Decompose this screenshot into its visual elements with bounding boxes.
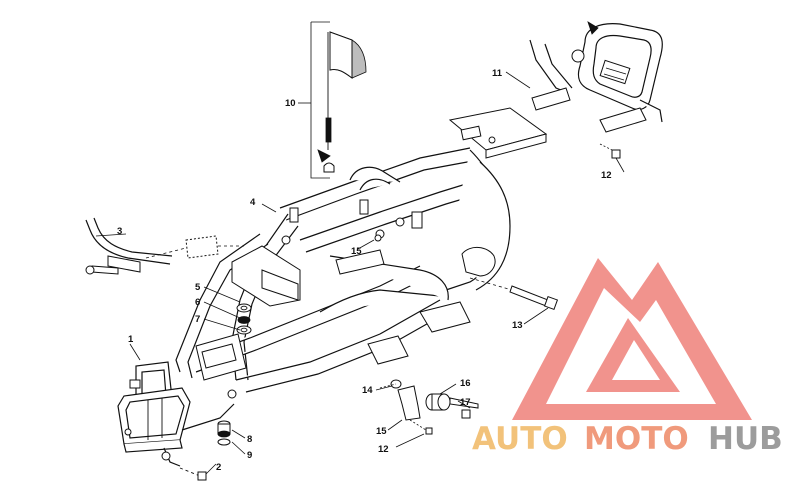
callout-11: 11 bbox=[492, 68, 503, 79]
part-2-bolt bbox=[179, 467, 207, 481]
callout-labels: 1 2 3 4 5 6 7 8 9 10 11 12 12 13 14 15 1… bbox=[117, 68, 612, 473]
callout-5: 5 bbox=[195, 282, 201, 293]
part-1-front-rack bbox=[117, 361, 235, 467]
callout-4: 4 bbox=[250, 197, 256, 208]
parts-5-6-7-washers bbox=[236, 303, 252, 335]
part-3-front-bar bbox=[85, 217, 244, 275]
callout-17: 17 bbox=[460, 397, 471, 408]
watermark-text: AUTO MOTO HUB bbox=[472, 421, 783, 457]
parts-8-9-bushing bbox=[217, 420, 231, 446]
part-4-main-frame bbox=[175, 107, 548, 399]
callout-15-lower: 15 bbox=[376, 426, 387, 437]
logo-triangle-notch bbox=[612, 340, 660, 380]
part-13-long-bolt bbox=[469, 277, 559, 311]
leader-lines bbox=[95, 71, 625, 475]
part-11-rear-rack bbox=[529, 21, 663, 133]
callout-9: 9 bbox=[247, 450, 252, 461]
callout-12-upper: 12 bbox=[601, 170, 612, 181]
callout-15-upper: 15 bbox=[351, 246, 362, 257]
callout-6: 6 bbox=[195, 297, 200, 308]
callout-1: 1 bbox=[128, 334, 134, 345]
callout-8: 8 bbox=[247, 434, 252, 445]
watermark-word-moto: MOTO bbox=[584, 421, 689, 457]
callout-12-lower: 12 bbox=[378, 444, 389, 455]
part-10-flag-inset bbox=[310, 21, 367, 179]
callout-16: 16 bbox=[460, 378, 471, 389]
callout-10: 10 bbox=[285, 98, 296, 109]
watermark-word-hub: HUB bbox=[708, 421, 783, 457]
callout-7: 7 bbox=[195, 314, 200, 325]
lower-mount-hardware bbox=[374, 143, 621, 435]
callout-14: 14 bbox=[362, 385, 373, 396]
callout-3: 3 bbox=[117, 226, 122, 237]
watermark-word-auto: AUTO bbox=[472, 421, 568, 457]
callout-13: 13 bbox=[512, 320, 523, 331]
callout-2: 2 bbox=[216, 462, 221, 473]
watermark-logo bbox=[512, 258, 752, 420]
